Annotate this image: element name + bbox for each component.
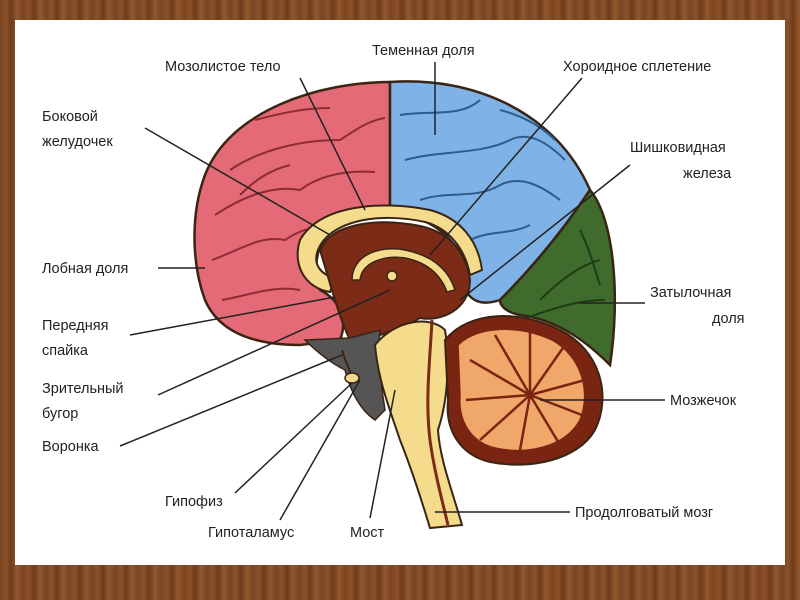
label-frontal-lobe: Лобная доля [42,261,128,277]
label-lateral-ventricle-2: желудочек [42,134,113,150]
thalamus-nucleus [386,270,398,282]
label-occipital-lobe-1: Затылочная [650,285,731,301]
label-infundibulum: Воронка [42,439,100,455]
label-corpus-callosum: Мозолистое тело [165,59,281,75]
fornix [351,248,456,293]
occipital-lobe [498,187,617,368]
label-occipital-lobe-2: доля [712,311,745,327]
pointer-choroid [429,77,583,256]
occipital-gyri [519,229,606,321]
label-anterior-commissure-2: спайка [42,343,89,359]
pointer-corpus-callosum [299,77,366,211]
pointer-pituitary [234,382,353,494]
pituitary-gland [344,372,360,384]
brainstem-canal [426,319,450,526]
label-medulla: Продолговатый мозг [575,505,713,521]
frontal-gyri [211,107,386,301]
label-cerebellum: Мозжечок [670,393,737,409]
label-thalamus-2: бугор [42,406,78,422]
brainstem [373,320,464,530]
label-pituitary: Гипофиз [165,494,223,510]
pointer-pons [369,389,396,519]
label-pineal-gland-1: Шишковидная [630,140,726,156]
pointer-infundibulum [119,354,343,447]
pointer-hypothalamus [279,379,361,521]
label-lateral-ventricle-1: Боковой [42,109,98,125]
label-parietal-lobe: Теменная доля [372,43,475,59]
pointer-thalamus [157,289,391,396]
pointer-lateral-ventricle [144,127,331,236]
label-pineal-gland-2: железа [683,166,732,182]
pointer-anterior-commissure [129,296,336,336]
brain-diagram: Мозолистое тело Теменная доля Хороидное … [42,43,745,541]
label-hypothalamus: Гипоталамус [208,525,294,541]
pointer-lines [119,62,665,521]
label-anterior-commissure-1: Передняя [42,318,108,334]
label-choroid-plexus: Хороидное сплетение [563,59,711,75]
parietal-gyri [399,99,566,241]
label-thalamus-1: Зрительный [42,381,124,397]
label-pons: Мост [350,525,385,541]
pointer-pineal [459,164,631,301]
cerebellum-folia [465,332,586,451]
diagram-frame: Мозолистое тело Теменная доля Хороидное … [15,20,785,565]
